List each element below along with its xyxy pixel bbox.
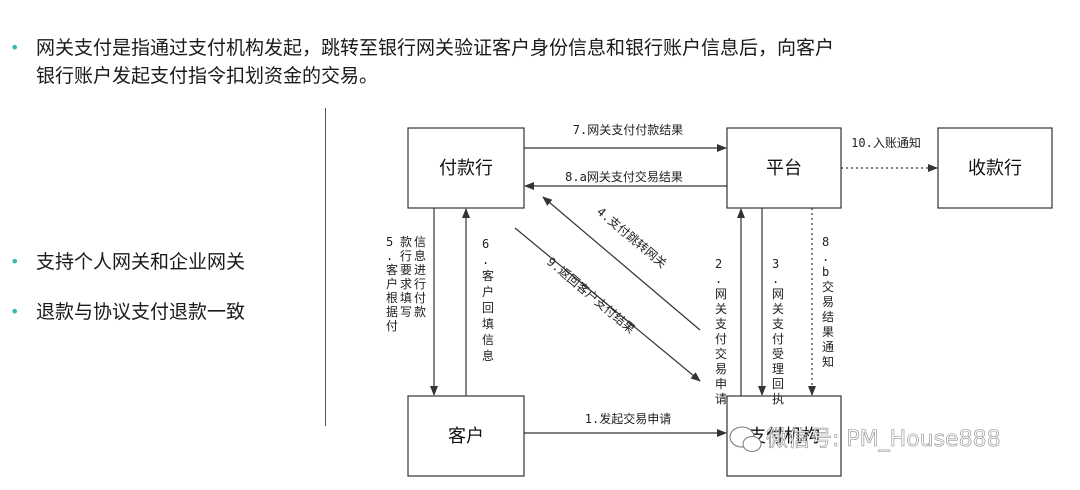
customer-label: 客户 [448,426,484,447]
arrow-7-label: 7.网关支付付款结果 [573,123,683,137]
arrow-8a-label: 8.a网关支付交易结果 [565,169,683,184]
arrow-6-label: 6.客户回填信息 [482,237,494,363]
arrow-4 [542,196,701,331]
node-platform [726,127,842,209]
feature-text-1: 支持个人网关和企业网关 [36,251,246,273]
bullet-dot: • [10,38,20,57]
arrow-5-label: 5.客户根据付款行要求填写信息进行付款 [386,235,426,333]
payee-bank-label: 收款行 [968,158,1022,179]
arrow-2-label: 2.网关支付交易申请 [715,257,727,406]
wechat-logo-icon [729,426,762,452]
arrow-1-label: 1.发起交易申请 [585,411,671,426]
feature-bullet-2: • 退款与协议支付退款一致 [10,298,245,326]
arrow-9 [514,227,701,382]
node-payee-bank [937,127,1053,209]
divider-line [325,108,326,426]
node-payer-bank [407,127,525,209]
bullet-dot: • [10,252,20,271]
intro-bullet: • 网关支付是指通过支付机构发起，跳转至银行网关验证客户身份信息和银行账户信息后… [10,34,1010,90]
bullet-dot: • [10,302,20,321]
arrow-10-label: 10.入账通知 [851,136,921,150]
payer-bank-label: 付款行 [439,158,493,179]
platform-label: 平台 [766,158,802,179]
payment-institution-label: 支付机构 [748,426,820,447]
arrow-4-label: 4.支付跳转网关 [594,204,670,271]
node-customer [407,395,525,477]
intro-line-2: 银行账户发起支付指令扣划资金的交易。 [36,65,379,87]
feature-bullet-1: • 支持个人网关和企业网关 [10,248,245,276]
feature-text-2: 退款与协议支付退款一致 [36,301,246,323]
intro-line-1: 网关支付是指通过支付机构发起，跳转至银行网关验证客户身份信息和银行账户信息后，向… [36,37,835,59]
watermark-text: 微信号: PM_House888 [766,427,1001,452]
arrow-3-label: 3.网关支付受理回执 [772,257,784,406]
